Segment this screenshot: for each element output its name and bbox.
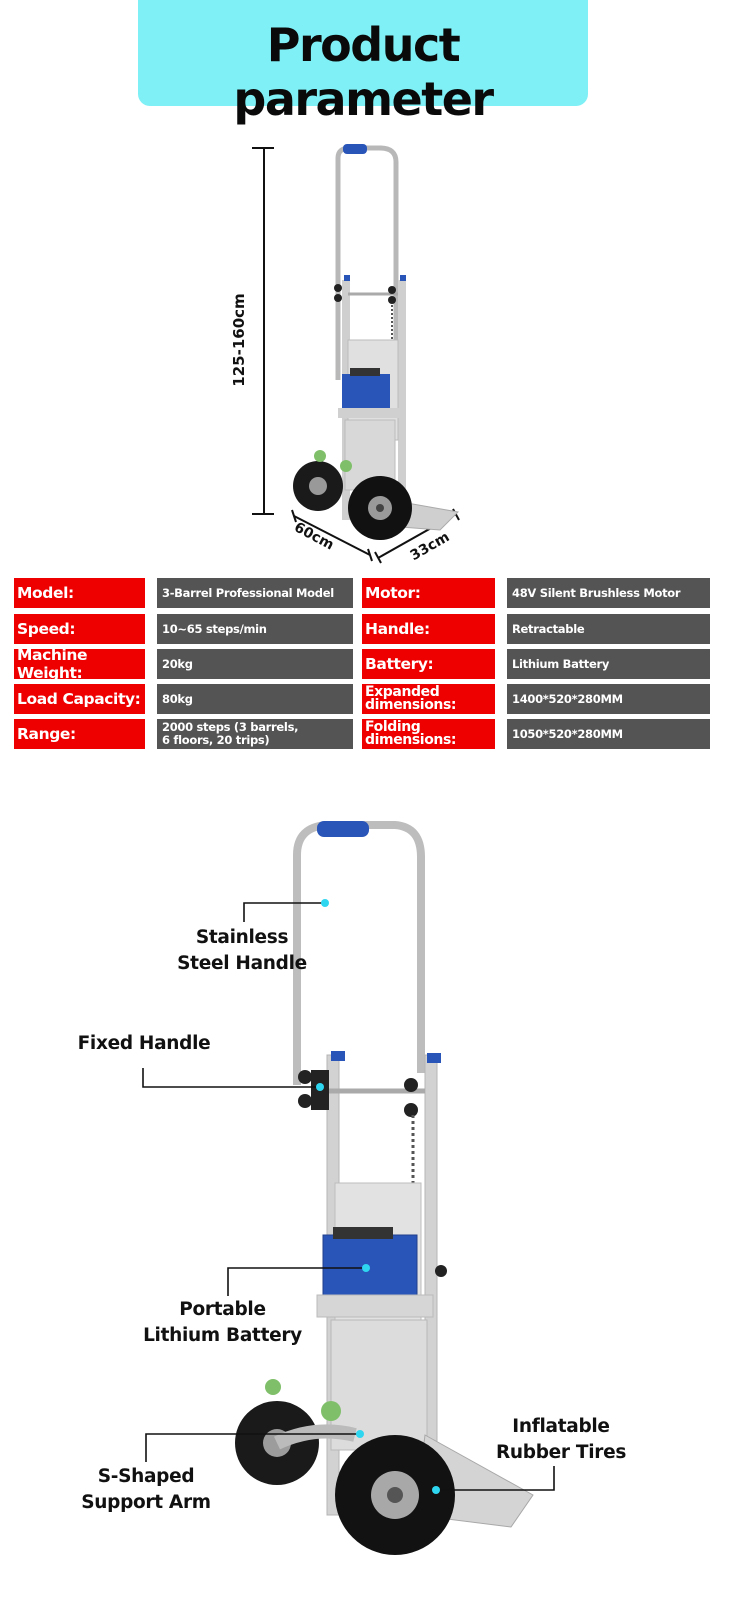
callout-fixed-handle: Fixed Handle [77,1033,211,1054]
tires-dot [432,1486,440,1494]
callout-stainless-handle: Stainless Steel Handle [177,927,307,974]
spec-label: Model: [14,578,145,608]
spec-label: Load Capacity: [14,684,145,714]
product-feature-figure [235,821,534,1555]
handle-grip [317,821,369,837]
spec-value: 1050*520*280MM [507,719,710,749]
spec-value: 10~65 steps/min [157,614,353,644]
product-dimension-figure: 125-160cm 60cm 33cm [230,144,460,564]
spec-value: 48V Silent Brushless Motor [507,578,710,608]
spec-value: 1400*520*280MM [507,684,710,714]
callout-s-shaped-arm: S-Shaped Support Arm [81,1466,211,1513]
spec-value: 3-Barrel Professional Model [157,578,353,608]
spec-label: Machine Weight: [14,646,145,682]
callout-rubber-tires: Inflatable Rubber Tires [495,1416,627,1463]
spec-label: Battery: [362,649,495,679]
spec-value: 20kg [157,649,353,679]
spec-label: Range: [14,719,145,749]
spec-label: Expanded dimensions: [362,684,495,714]
spec-label: Handle: [362,614,495,644]
page-title: Product parameter [233,18,494,126]
spec-value: 80kg [157,684,353,714]
fixed-handle-dot [316,1083,324,1091]
spec-label: Speed: [14,614,145,644]
arm-dot [356,1430,364,1438]
spec-label: Motor: [362,578,495,608]
height-dimension-label: 125-160cm [230,293,248,386]
title-banner: Product parameter [138,0,588,126]
spec-value: 2000 steps (3 barrels, 6 floors, 20 trip… [157,719,353,749]
spec-value: Retractable [507,614,710,644]
battery-dot [362,1264,370,1272]
spec-value: Lithium Battery [507,649,710,679]
callout-lithium-battery: Portable Lithium Battery [143,1299,302,1346]
spec-label: Folding dimensions: [362,719,495,749]
handle-dot [321,899,329,907]
